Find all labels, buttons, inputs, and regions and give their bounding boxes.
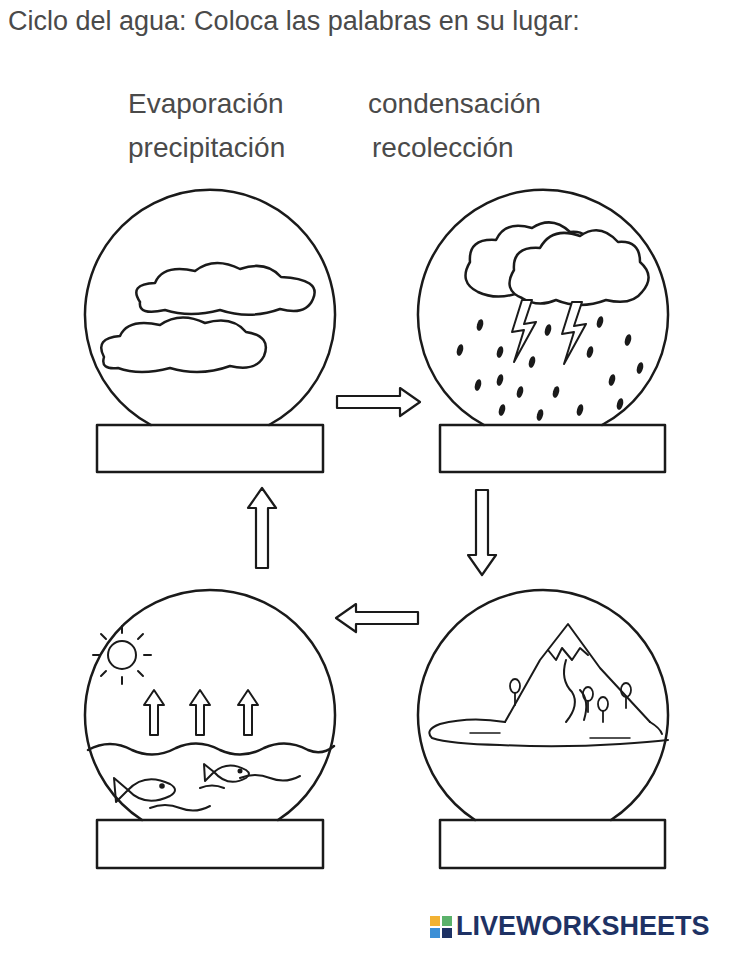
- word-bank-term: recolección: [372, 132, 514, 164]
- storm-clouds: [466, 222, 649, 364]
- word-bank-term: condensación: [368, 88, 541, 120]
- globe-bases: [97, 425, 665, 868]
- word-bank-term: precipitación: [128, 132, 285, 164]
- raindrop: [496, 345, 505, 358]
- raindrop: [528, 355, 537, 368]
- watermark-logo: [430, 916, 452, 938]
- raindrop: [544, 323, 553, 336]
- raindrop: [516, 385, 525, 398]
- raindrop: [498, 403, 507, 416]
- raindrop: [552, 385, 561, 398]
- raindrop: [616, 397, 625, 410]
- clouds: [101, 263, 314, 372]
- worksheet-title: Ciclo del agua: Coloca las palabras en s…: [8, 6, 580, 37]
- lake: [429, 719, 668, 746]
- raindrop: [496, 373, 505, 386]
- fish: [114, 764, 249, 802]
- sea-water: [88, 743, 334, 810]
- raindrop: [536, 408, 545, 421]
- rising-vapor-arrows: [144, 690, 258, 735]
- raindrop: [596, 315, 605, 328]
- raindrop: [636, 361, 645, 374]
- raindrop: [456, 343, 465, 356]
- raindrops: [456, 315, 645, 421]
- mountain: [505, 624, 650, 722]
- raindrop: [576, 403, 585, 416]
- word-bank-term: Evaporación: [128, 88, 284, 120]
- raindrop: [474, 378, 483, 391]
- raindrop: [624, 333, 633, 346]
- watermark: LIVEWORKSHEETS: [456, 911, 710, 942]
- cycle-arrows: [248, 388, 496, 632]
- trees: [510, 679, 631, 722]
- globe-outlines: [85, 190, 668, 820]
- sun: [93, 626, 151, 684]
- raindrop: [586, 345, 595, 358]
- raindrop: [476, 318, 485, 331]
- raindrop: [608, 373, 617, 386]
